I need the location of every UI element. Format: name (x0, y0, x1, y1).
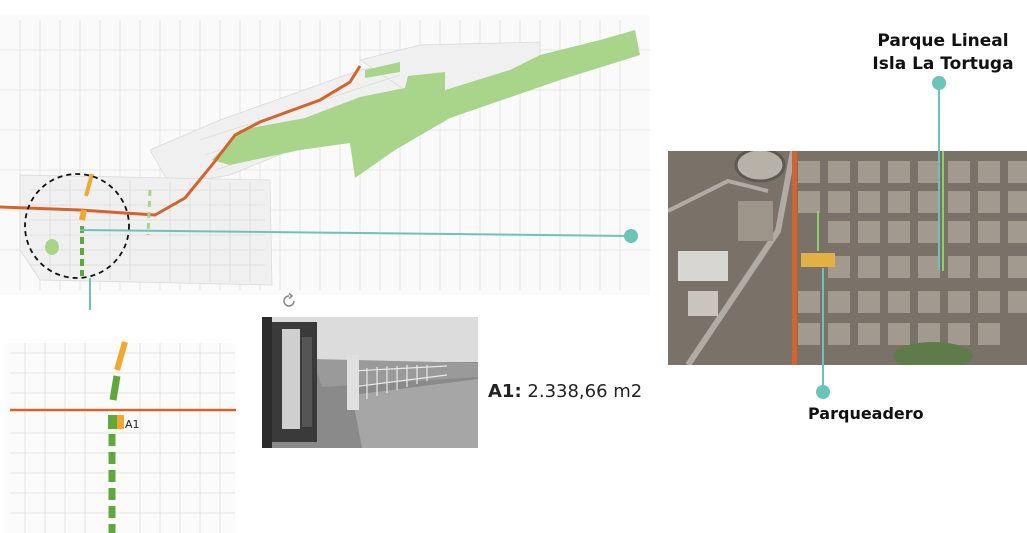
parqueadero-label: Parqueadero (808, 404, 924, 423)
area-key: A1: (488, 381, 522, 402)
area-readout: A1: 2.338,66 m2 (488, 381, 642, 402)
focus-circle (24, 173, 130, 279)
parque-label-line2: Isla La Tortuga (872, 54, 1014, 74)
detail-plan-map (5, 341, 236, 533)
zone-tag-a1: A1 (125, 418, 140, 431)
satellite-image (668, 151, 1027, 365)
main-road (0, 65, 362, 217)
site-plan-map (0, 15, 650, 310)
area-value: 2.338,66 m2 (527, 381, 643, 402)
leader-dot-parque (932, 76, 946, 90)
parque-lineal-label: Parque Lineal Isla La Tortuga (858, 30, 1027, 76)
rotate-icon[interactable] (280, 292, 298, 310)
park-corridor (212, 30, 640, 178)
parque-label-line1: Parque Lineal (877, 31, 1009, 51)
leader-line-parqueadero (822, 268, 824, 388)
leader-dot-parqueadero (816, 385, 830, 399)
leader-dot-satellite (624, 229, 638, 243)
site-photo (262, 317, 478, 448)
leader-line-parque (938, 85, 940, 270)
